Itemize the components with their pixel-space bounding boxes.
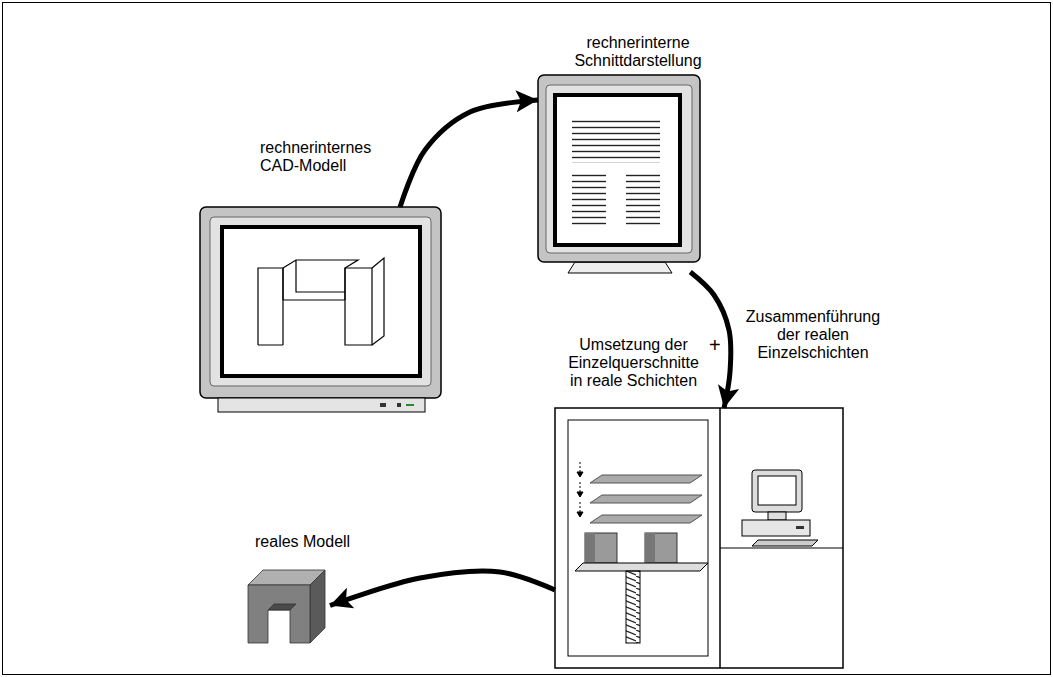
rp-machine-part-part — [577, 472, 583, 477]
real-model — [248, 570, 325, 643]
cad-monitor-part — [397, 403, 401, 407]
rp-machine-part — [590, 515, 702, 523]
rp-machine-part — [585, 533, 617, 563]
rp-machine-part — [720, 548, 843, 549]
slice-monitor-part — [555, 95, 680, 245]
rp-machine-part — [577, 462, 583, 517]
model-node: reales Modell — [248, 568, 330, 643]
rp-machine-part — [590, 495, 702, 503]
model-label: reales Modell — [255, 533, 350, 551]
rp-machine-part-part — [577, 492, 583, 497]
flow-arrow — [400, 100, 538, 207]
rp-machine-part — [645, 533, 655, 563]
real-model-part — [268, 604, 296, 610]
rp-machine-part-part — [580, 482, 581, 492]
rp-machine-part — [590, 475, 702, 483]
cad-monitor-part — [218, 398, 425, 412]
slice-monitor-part — [626, 174, 660, 228]
slice-monitor — [538, 75, 700, 273]
plus-sign: + — [709, 334, 721, 356]
rp-machine-part-part — [580, 502, 581, 512]
slice-monitor-part — [546, 85, 692, 253]
cad-wireframe-part — [258, 268, 372, 345]
cad-monitor-part — [222, 227, 420, 376]
slice-monitor-part — [572, 174, 606, 228]
rp-machine-part — [752, 540, 818, 546]
rp-machine-part — [568, 420, 708, 656]
rp-machine-part — [796, 526, 804, 529]
rp-machine-part — [719, 408, 721, 668]
monitor-label: rechnerinternes CAD-Modell — [260, 139, 385, 175]
rp-machine-part — [575, 563, 708, 571]
cad-wireframe — [258, 258, 384, 345]
real-model-part — [310, 570, 325, 643]
rp-machine-part — [645, 533, 677, 563]
rp-machine-part — [585, 533, 595, 563]
rp-machine-part — [555, 408, 843, 668]
cad-monitor-part — [200, 207, 441, 398]
flow-arrow — [330, 571, 555, 606]
rp-machine — [555, 408, 843, 668]
cad-monitor — [200, 207, 441, 412]
rp-machine-part — [626, 571, 640, 643]
rp-machine-part — [768, 512, 786, 520]
rp-machine-part-part — [577, 512, 583, 517]
process-label: Zusammenführung der realen Einzelschicht… — [738, 308, 888, 362]
process-label: Umsetzung der Einzelquerschnitte in real… — [562, 336, 705, 390]
rp-machine-part-part — [580, 462, 581, 472]
rp-machine-part — [752, 470, 802, 512]
cad-monitor-part — [406, 404, 414, 406]
real-model-part — [248, 585, 310, 643]
machine-node: Umsetzung der Einzelquerschnitte in real… — [555, 408, 843, 668]
cad-monitor-node: rechnerinternes CAD-Modell — [200, 207, 441, 412]
outer-frame — [3, 3, 1051, 675]
rp-machine-part — [758, 476, 796, 505]
slice-monitor-part — [568, 262, 672, 273]
rp-machine-part — [742, 520, 810, 536]
cad-wireframe-part — [283, 258, 384, 345]
slice-monitor-part — [572, 117, 660, 163]
slice-monitor-node: rechnerinterne Schnittdarstellung — [538, 75, 700, 272]
monitor-label: rechnerinterne Schnittdarstellung — [563, 34, 713, 70]
cad-monitor-part — [210, 217, 431, 386]
cad-monitor-part — [380, 403, 386, 407]
slice-monitor-part — [538, 75, 700, 262]
